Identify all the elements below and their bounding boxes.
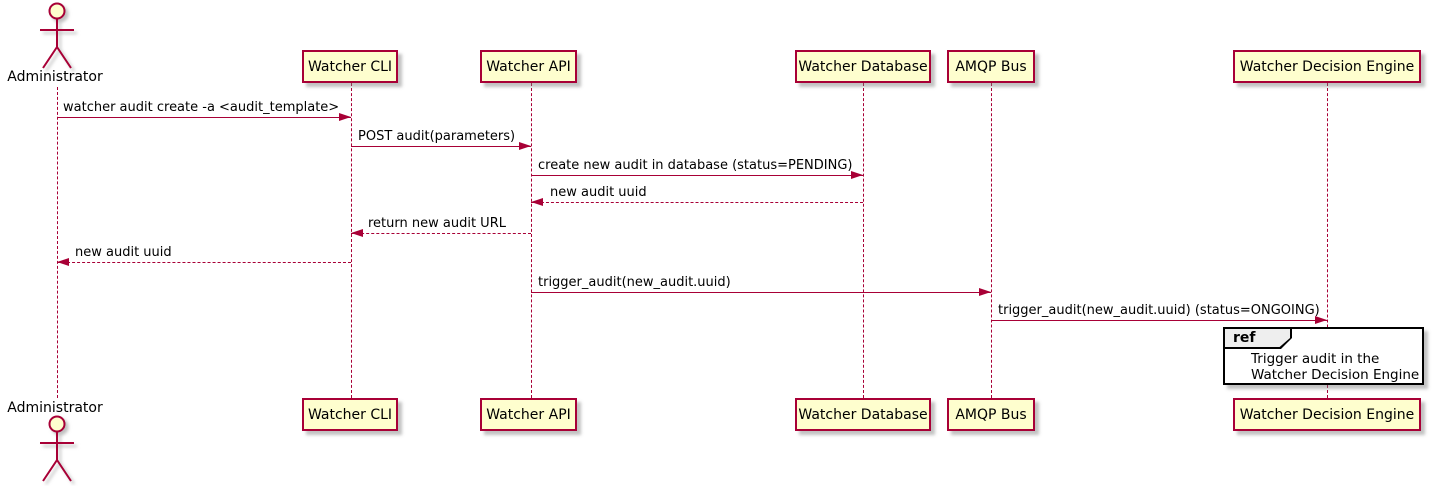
message-label: new audit uuid — [550, 185, 647, 200]
message-line — [531, 175, 863, 176]
arrowhead-icon — [339, 113, 351, 121]
actor-icon — [40, 415, 74, 482]
message-line — [351, 146, 531, 147]
participant-label: AMQP Bus — [955, 58, 1027, 75]
participant-watcher-cli-top: Watcher CLI — [302, 50, 398, 83]
participant-label: Watcher Database — [798, 58, 928, 75]
message-line — [531, 292, 991, 293]
arrowhead-icon — [531, 198, 543, 206]
participant-label: Watcher CLI — [307, 58, 393, 75]
ref-text-line1: Trigger audit in the — [1251, 351, 1380, 367]
participant-watcher-cli-bottom: Watcher CLI — [302, 398, 398, 431]
lifeline-administrator — [57, 87, 58, 398]
message-label: POST audit(parameters) — [358, 129, 516, 144]
message-label: watcher audit create -a <audit_template> — [63, 100, 340, 115]
message-line — [57, 262, 351, 263]
participant-label: Watcher Decision Engine — [1239, 58, 1415, 75]
ref-text-line2: Watcher Decision Engine — [1251, 367, 1420, 383]
message-label: trigger_audit(new_audit.uuid) — [538, 275, 731, 290]
message-line — [531, 202, 863, 203]
participant-label: Watcher CLI — [307, 406, 393, 423]
arrowhead-icon — [57, 258, 69, 266]
participant-amqp-bus-bottom: AMQP Bus — [947, 398, 1035, 431]
arrowhead-icon — [351, 229, 363, 237]
participant-watcher-database-bottom: Watcher Database — [795, 398, 931, 431]
message-line — [351, 233, 531, 234]
message-label: create new audit in database (status=PEN… — [538, 158, 853, 173]
participant-label: Watcher API — [486, 406, 571, 423]
actor-label: Administrator — [7, 400, 103, 416]
participant-watcher-database-top: Watcher Database — [795, 50, 931, 83]
participant-watcher-decision-engine-bottom: Watcher Decision Engine — [1233, 398, 1421, 431]
actor-label: Administrator — [7, 69, 103, 85]
participant-amqp-bus-top: AMQP Bus — [947, 50, 1035, 83]
message-line — [57, 117, 351, 118]
ref-text: Trigger audit in the Watcher Decision En… — [1251, 351, 1419, 383]
lifeline-amqp-bus — [991, 83, 992, 398]
arrowhead-icon — [979, 288, 991, 296]
lifeline-watcher-decision-engine — [1327, 83, 1328, 398]
ref-tab — [1223, 327, 1292, 349]
participant-label: AMQP Bus — [955, 406, 1027, 423]
actor-icon — [40, 2, 74, 69]
arrowhead-icon — [1315, 316, 1327, 324]
lifeline-watcher-database — [863, 83, 864, 398]
message-label: return new audit URL — [368, 216, 506, 231]
message-label: trigger_audit(new_audit.uuid) (status=ON… — [998, 303, 1320, 318]
message-line — [991, 320, 1327, 321]
message-label: new audit uuid — [75, 245, 172, 260]
lifeline-watcher-api — [531, 83, 532, 398]
participant-watcher-api-top: Watcher API — [480, 50, 577, 83]
participant-watcher-api-bottom: Watcher API — [480, 398, 577, 431]
lifeline-watcher-cli — [351, 83, 352, 398]
arrowhead-icon — [851, 171, 863, 179]
participant-watcher-decision-engine-top: Watcher Decision Engine — [1233, 50, 1421, 83]
ref-fragment: ref Trigger audit in the Watcher Decisio… — [1223, 327, 1424, 385]
participant-label: Watcher Decision Engine — [1239, 406, 1415, 423]
participant-label: Watcher Database — [798, 406, 928, 423]
ref-keyword: ref — [1233, 330, 1256, 346]
participant-label: Watcher API — [486, 58, 571, 75]
arrowhead-icon — [519, 142, 531, 150]
